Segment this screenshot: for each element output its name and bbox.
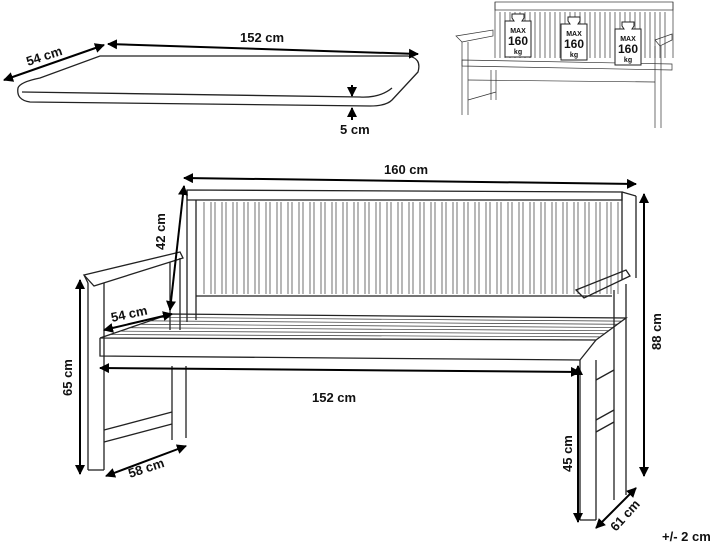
slat-line <box>149 320 618 325</box>
svg-text:160: 160 <box>508 34 528 48</box>
cushion-length-dimension <box>107 39 419 59</box>
load-capacity-thumbnail: MAX 160 kg MAX 160 kg MAX 160 kg <box>455 1 674 128</box>
total-depth-label: 61 cm <box>607 497 643 534</box>
slat-line <box>109 334 601 338</box>
leg-depth-label: 58 cm <box>126 455 166 481</box>
svg-text:MAX: MAX <box>566 31 582 38</box>
weight-icon: MAX 160 kg <box>614 21 642 66</box>
slat-line <box>159 317 622 322</box>
total-width-dimension <box>183 173 637 189</box>
seat-depth-label: 54 cm <box>110 303 149 325</box>
leg-depth-dimension <box>105 444 187 478</box>
backrest-height-label: 42 cm <box>153 213 168 250</box>
svg-text:kg: kg <box>570 52 578 59</box>
svg-text:160: 160 <box>564 37 584 51</box>
weight-icon: MAX 160 kg <box>560 16 588 61</box>
cushion-depth-dimension <box>3 43 105 82</box>
svg-text:MAX: MAX <box>620 36 636 43</box>
total-height-label: 88 cm <box>649 313 664 350</box>
seat-depth-dimension <box>103 311 173 333</box>
total-width-label: 160 cm <box>384 162 428 177</box>
slat-line <box>129 327 609 331</box>
svg-text:160: 160 <box>618 42 638 56</box>
seat-height-label: 45 cm <box>560 435 575 472</box>
tolerance-note: +/- 2 cm <box>662 529 711 544</box>
svg-text:MAX: MAX <box>510 28 526 35</box>
slat-line <box>119 330 605 335</box>
slat-line <box>139 323 614 328</box>
seat-width-dimension <box>99 363 581 377</box>
weight-icon: MAX 160 kg <box>504 13 532 58</box>
armrest-height-label: 65 cm <box>60 359 75 396</box>
seat-width-label: 152 cm <box>312 390 356 405</box>
cushion-thickness-label: 5 cm <box>340 122 370 137</box>
backrest-height-dimension <box>166 185 188 311</box>
svg-text:kg: kg <box>624 57 632 64</box>
bench-drawing: 160 cm 42 cm 54 cm 88 cm 65 cm 152 cm 45… <box>60 162 664 534</box>
svg-text:kg: kg <box>514 49 522 56</box>
cushion-length-label: 152 cm <box>240 30 284 45</box>
total-depth-dimension <box>595 487 637 529</box>
cushion-drawing: 54 cm 152 cm 5 cm <box>3 30 420 137</box>
